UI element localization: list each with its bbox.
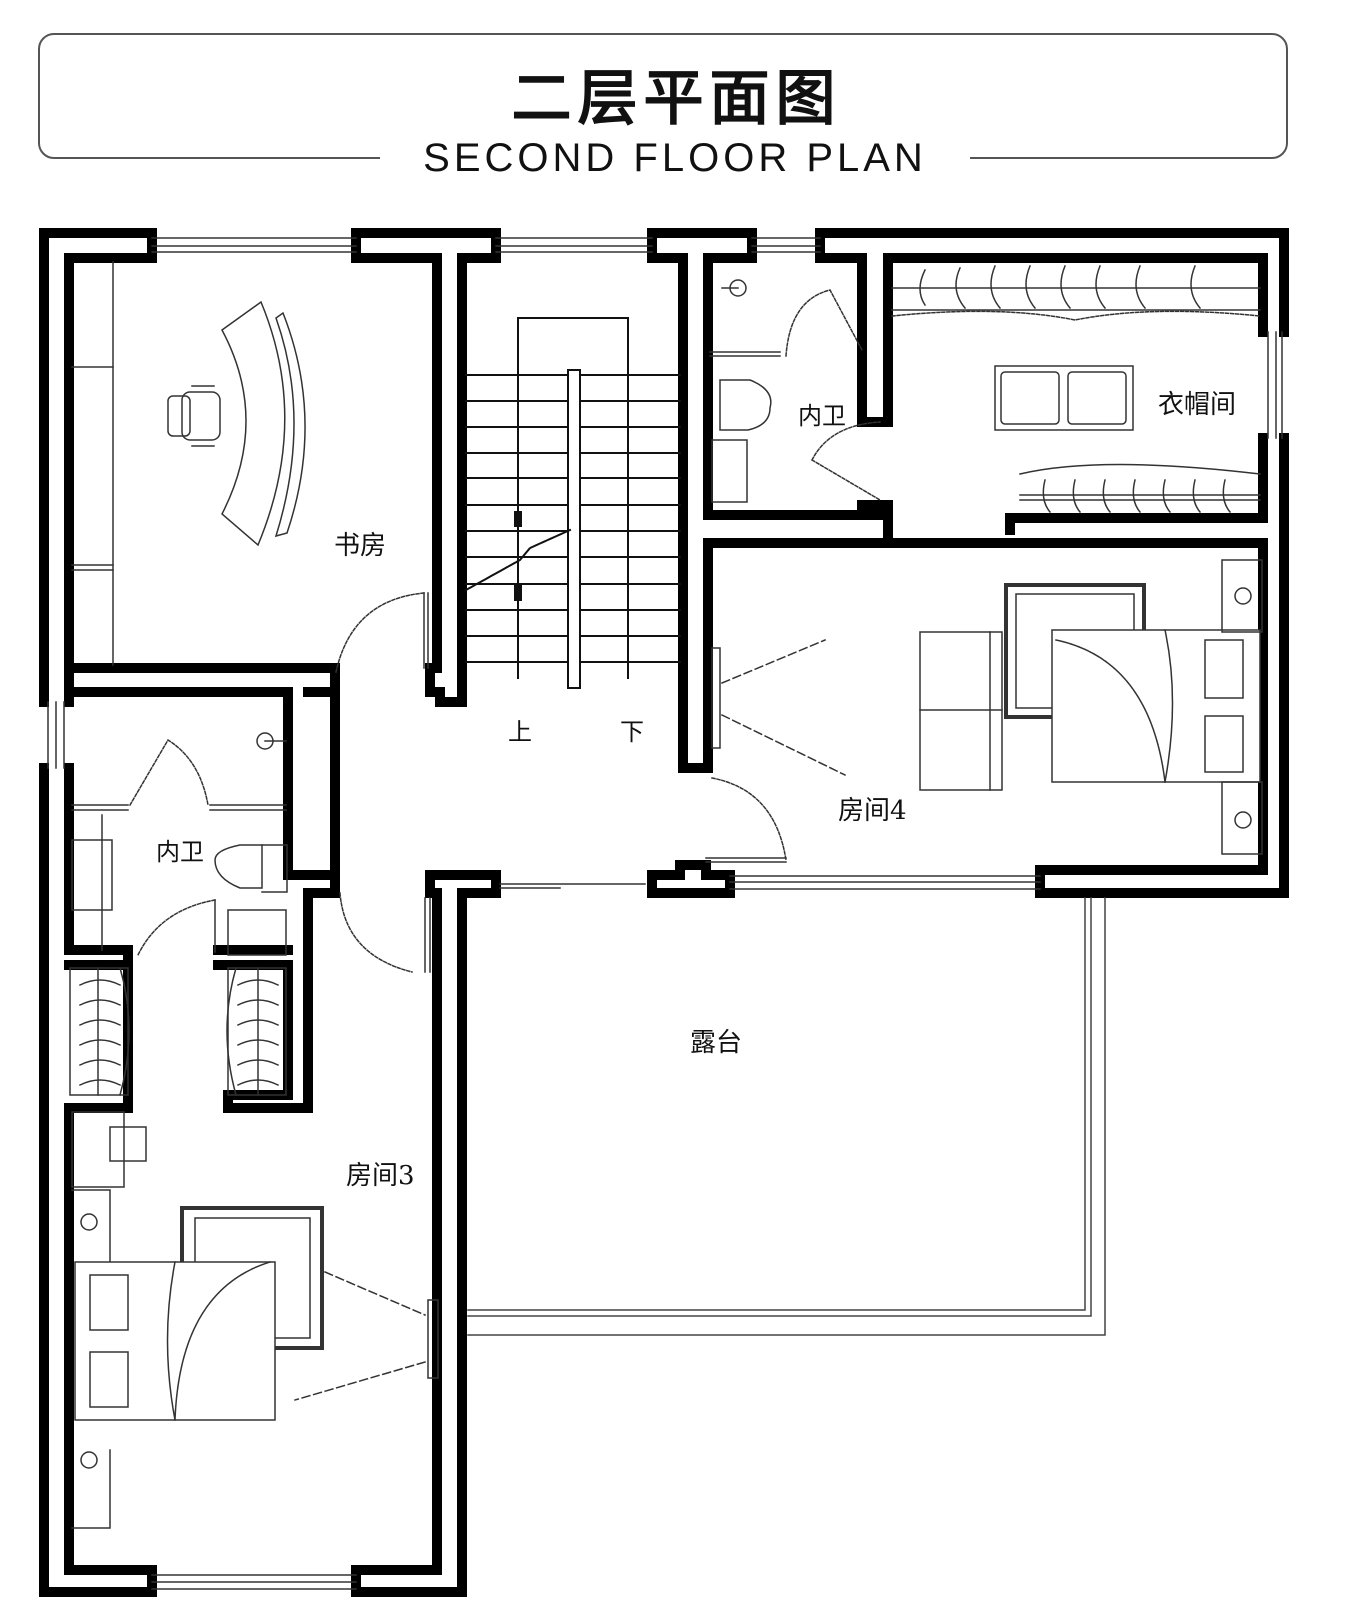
study-furniture	[71, 261, 429, 673]
page-subtitle: SECOND FLOOR PLAN	[423, 136, 927, 180]
room-label-bath-upper: 内卫	[798, 402, 846, 430]
room4-furniture	[705, 559, 1263, 863]
room-label-terrace: 露台	[690, 1028, 743, 1058]
lower-bath-fixtures	[71, 732, 288, 957]
room3-furniture	[71, 1111, 439, 1529]
room-label-cloakroom: 衣帽间	[1158, 390, 1237, 420]
subtitle-wrap: SECOND FLOOR PLAN	[380, 134, 970, 182]
page-title: 二层平面图	[511, 64, 842, 134]
room-label-bath-lower: 内卫	[156, 838, 204, 866]
room-label-room3: 房间3	[346, 1161, 415, 1191]
windows	[47, 237, 1283, 1590]
stair-down-label: 下	[620, 718, 644, 746]
stair-up-label: 上	[508, 718, 532, 746]
room-label-study: 书房	[334, 531, 387, 561]
lower-wardrobes	[69, 892, 431, 1096]
room-label-room4: 房间4	[838, 796, 907, 826]
upper-bath-fixtures	[709, 279, 882, 503]
cloakroom-fixtures	[891, 265, 1261, 514]
staircase	[464, 317, 681, 689]
terrace-railing	[467, 897, 1106, 1336]
